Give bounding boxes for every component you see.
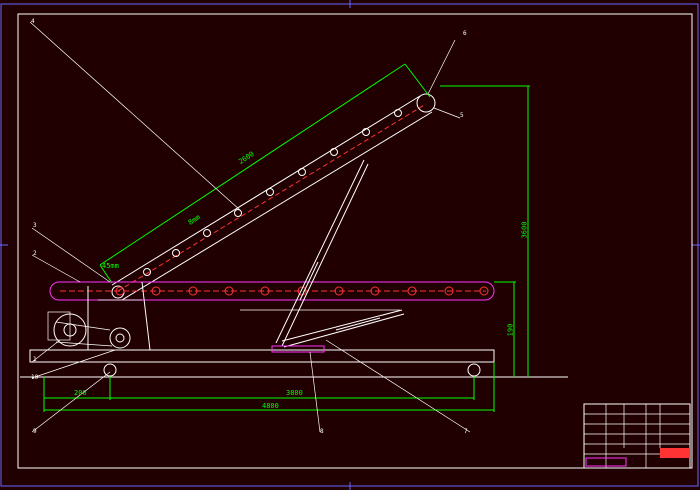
dim-span: 3800 <box>286 389 303 397</box>
title-block <box>583 403 691 469</box>
head-pulley <box>416 93 436 113</box>
wheel-right <box>467 363 481 377</box>
dim-short-label: 45mm <box>102 262 119 270</box>
dim-overall-length: 4800 <box>262 402 279 410</box>
wheel-left <box>103 363 117 377</box>
part-label-5: 5 <box>460 112 464 119</box>
horizontal-conveyor <box>49 281 495 311</box>
part-label-8: 8 <box>320 428 324 435</box>
hydraulic-struts <box>275 159 405 348</box>
part-label-1: 1 <box>33 356 37 363</box>
part-label-7: 7 <box>464 428 468 435</box>
dim-left-offset: 200 <box>74 389 87 397</box>
dim-small-height: 190 <box>506 323 515 337</box>
dimension-lines <box>43 85 530 412</box>
inner-border <box>17 13 693 469</box>
part-label-4: 4 <box>31 18 35 25</box>
part-label-2: 2 <box>33 250 37 257</box>
part-label-3: 3 <box>33 222 37 229</box>
part-label-6: 6 <box>463 30 467 37</box>
chassis <box>20 345 568 378</box>
part-label-10: 10 <box>31 374 39 381</box>
leader-lines <box>29 21 471 433</box>
part-label-9: 9 <box>33 428 37 435</box>
dim-height: 3600 <box>520 221 529 239</box>
inclined-conveyor <box>99 63 436 301</box>
